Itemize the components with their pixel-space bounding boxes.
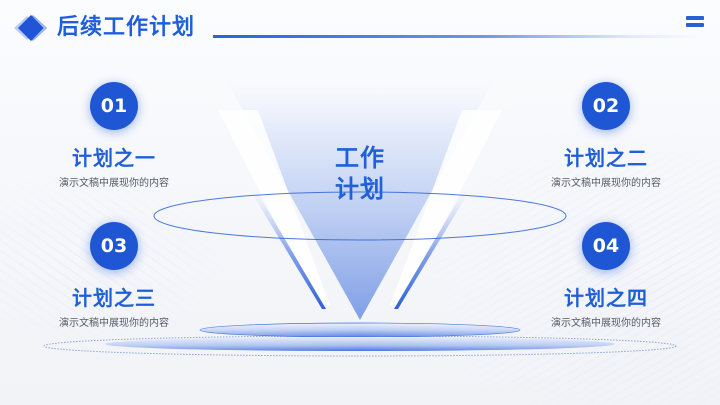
plan-number-badge: 04 (582, 222, 630, 270)
center-title-line1: 工作 (335, 144, 385, 172)
header: 后续工作计划 (0, 0, 720, 50)
plan-item-3: 03 计划之三 演示文稿中展现你的内容 (34, 222, 194, 331)
page-title: 后续工作计划 (57, 15, 196, 40)
plan-description: 演示文稿中展现你的内容 (59, 178, 169, 189)
center-title-line2: 计划 (335, 175, 385, 203)
plan-number-badge: 01 (90, 82, 138, 130)
plan-title: 计划之三 (72, 286, 156, 310)
diamond-logo-icon (14, 14, 48, 42)
plan-item-4: 04 计划之四 演示文稿中展现你的内容 (526, 222, 686, 331)
plan-description: 演示文稿中展现你的内容 (551, 318, 661, 329)
hamburger-menu-icon[interactable] (686, 15, 704, 29)
plan-description: 演示文稿中展现你的内容 (551, 178, 661, 189)
title-underline (213, 35, 703, 38)
plan-number-badge: 02 (582, 82, 630, 130)
plan-number-badge: 03 (90, 222, 138, 270)
center-title: 工作 计划 (320, 143, 400, 205)
plan-item-1: 01 计划之一 演示文稿中展现你的内容 (34, 82, 194, 191)
plan-item-2: 02 计划之二 演示文稿中展现你的内容 (526, 82, 686, 191)
plan-title: 计划之一 (72, 146, 156, 170)
plan-title: 计划之四 (564, 286, 648, 310)
plan-title: 计划之二 (564, 146, 648, 170)
plan-description: 演示文稿中展现你的内容 (59, 318, 169, 329)
